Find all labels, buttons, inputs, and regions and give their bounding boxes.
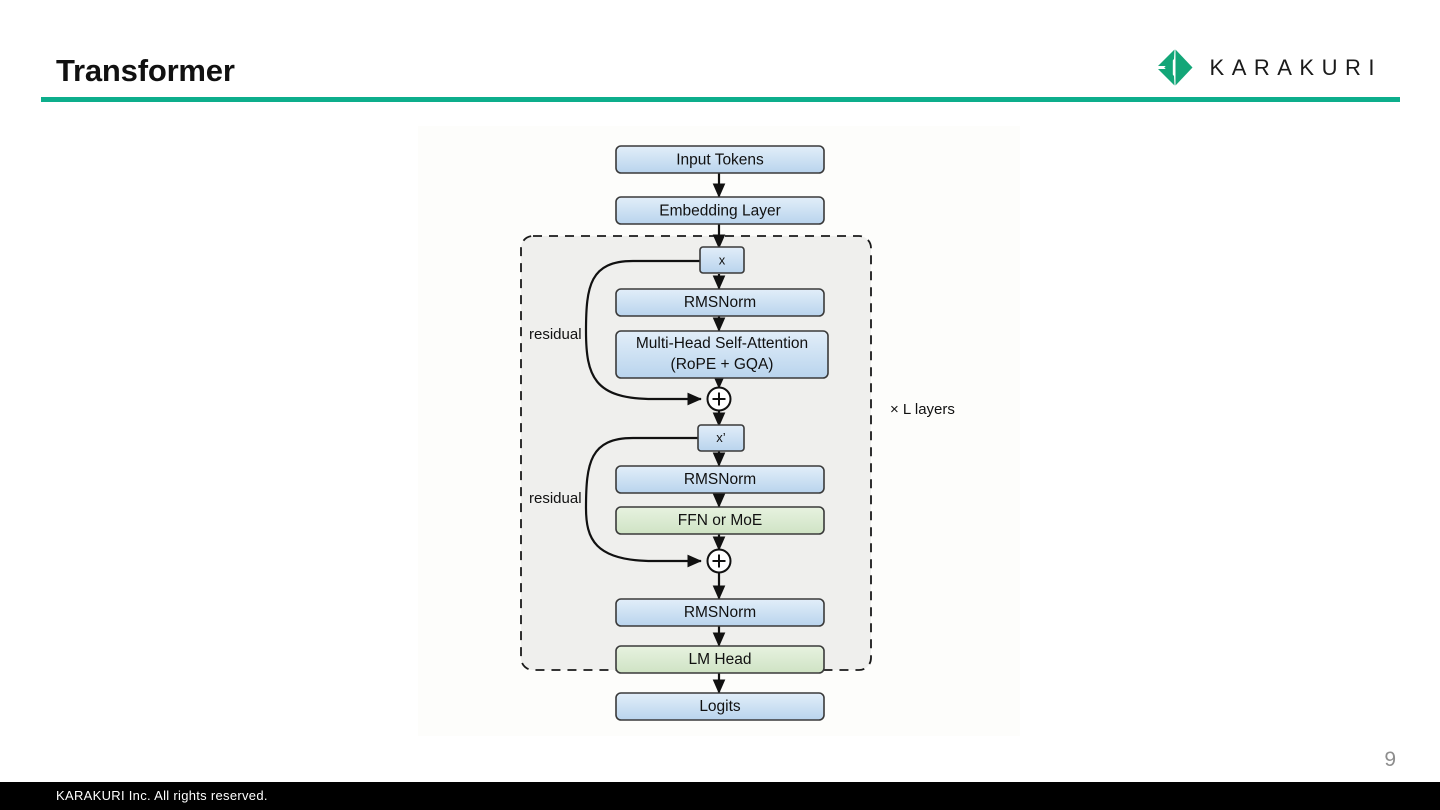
node-attention-label: Multi-Head Self-Attention (636, 335, 808, 352)
node-residual-add-2 (706, 548, 732, 574)
node-x-prime-label: x’ (716, 430, 726, 445)
node-rmsnorm-1: RMSNorm (615, 288, 825, 317)
node-lm-head: LM Head (615, 645, 825, 674)
brand-logo: KARAKURI (1152, 45, 1382, 91)
node-x-prime: x’ (697, 424, 745, 452)
page-number: 9 (1384, 748, 1396, 771)
node-rmsnorm-final: RMSNorm (615, 598, 825, 627)
node-embedding-layer: Embedding Layer (615, 196, 825, 225)
node-logits: Logits (615, 692, 825, 721)
node-embedding-layer-label: Embedding Layer (659, 203, 781, 220)
node-x-label: x (719, 252, 726, 267)
node-input-tokens-label: Input Tokens (676, 152, 764, 169)
annotation-residual-2: residual (529, 490, 582, 507)
slide-header: Transformer KARAKURI (0, 0, 1440, 102)
node-ffn-or-moe: FFN or MoE (615, 506, 825, 535)
diagram-edges (584, 172, 726, 694)
annotation-residual-1: residual (529, 326, 582, 343)
node-residual-add-1 (706, 386, 732, 412)
node-lm-head-label: LM Head (689, 651, 752, 668)
brand-name: KARAKURI (1209, 55, 1382, 80)
node-x: x (699, 246, 745, 274)
annotation-layer-count: × L layers (890, 401, 955, 418)
node-rmsnorm-2: RMSNorm (615, 465, 825, 494)
copyright-text: KARAKURI Inc. All rights reserved. (56, 788, 268, 803)
page-title: Transformer (56, 53, 235, 88)
node-rmsnorm-1-label: RMSNorm (684, 294, 756, 311)
footer-bar: KARAKURI Inc. All rights reserved. (0, 782, 1440, 810)
edge-residual-2 (584, 436, 702, 568)
node-rmsnorm-2-label: RMSNorm (684, 471, 756, 488)
node-attention-sublabel: (RoPE + GQA) (671, 356, 774, 373)
transformer-architecture-diagram: Input Tokens Embedding Layer x RMSNorm M… (418, 126, 1020, 736)
title-accent-rule (41, 97, 1400, 102)
node-ffn-or-moe-label: FFN or MoE (678, 512, 762, 529)
node-rmsnorm-final-label: RMSNorm (684, 604, 756, 621)
node-input-tokens: Input Tokens (615, 145, 825, 174)
node-attention: Multi-Head Self-Attention (RoPE + GQA) (615, 330, 829, 379)
node-logits-label: Logits (699, 698, 741, 715)
edge-residual-1 (584, 259, 702, 406)
karakuri-diamond-logo-icon (1157, 49, 1193, 86)
